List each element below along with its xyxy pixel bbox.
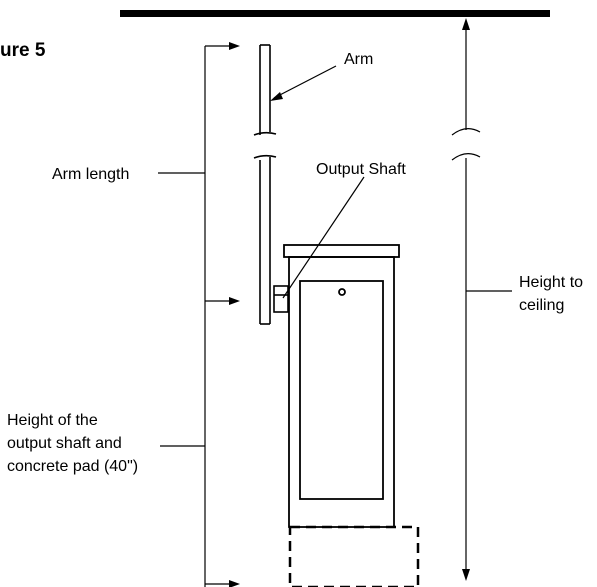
arm-label: Arm [344, 51, 373, 68]
output-shaft [273, 285, 289, 313]
height-to-ceiling-label-line1: Height to [519, 274, 583, 291]
arm-arrowhead [270, 92, 283, 101]
height-to-ceiling-label-line2: ceiling [519, 297, 564, 314]
left-dimension-bracket [204, 45, 232, 587]
ceiling-arrowheads [462, 18, 470, 581]
output-shaft-label: Output Shaft [316, 161, 406, 178]
dimension-arrowheads [229, 42, 240, 587]
figure-title: ure 5 [0, 40, 46, 61]
ceiling-line [120, 10, 550, 17]
arm [253, 44, 277, 325]
ceiling-dimension [451, 26, 512, 574]
concrete-pad [288, 525, 420, 587]
output-shaft-pointer-line [282, 176, 365, 299]
arm-pointer-line [273, 65, 337, 99]
arm-length-label: Arm length [52, 166, 129, 183]
shaft-pad-label-line3: concrete pad (40") [7, 458, 138, 475]
shaft-pad-label-line1: Height of the [7, 412, 98, 429]
shaft-pad-label-line2: output shaft and [7, 435, 122, 452]
operator-cabinet [283, 244, 400, 528]
